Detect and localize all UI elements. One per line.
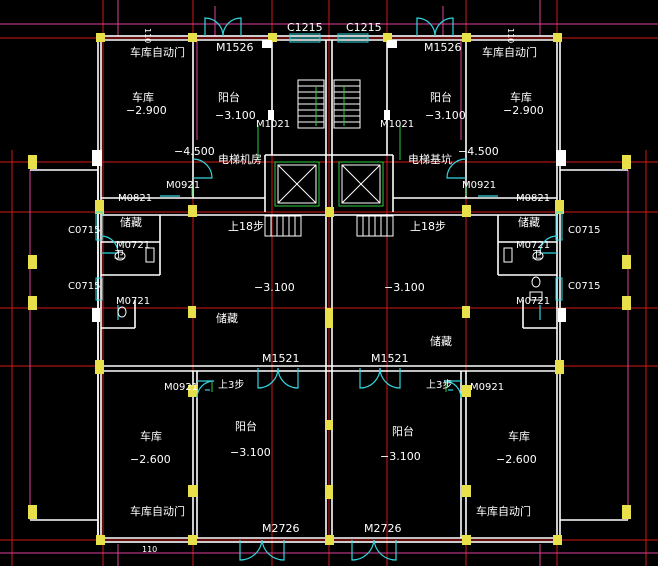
storage-label-mid-right: 储藏 <box>430 334 452 348</box>
step-up-3-left: 上3步 <box>218 379 244 391</box>
balcony-level-bottom-left: −3.100 <box>230 446 271 459</box>
garage-door-label-top-right: 车库自动门 <box>482 45 537 59</box>
level-4500-left: −4.500 <box>174 145 215 158</box>
window-tag-c0715-top-right: C0715 <box>568 225 600 236</box>
windows <box>95 33 563 301</box>
balcony-label-top-left: 阳台 <box>218 90 240 104</box>
structural-columns <box>28 33 631 545</box>
level-3100-mid-left: −3.100 <box>254 281 295 294</box>
garage-label-bottom-right: 车库 <box>508 429 530 443</box>
door-tag-m2726-left: M2726 <box>262 522 300 535</box>
elevator-pit-label: 电梯基坑 <box>408 152 452 166</box>
window-tag-c1215-left: C1215 <box>287 21 323 34</box>
balcony-level-top-left: −3.100 <box>215 109 256 122</box>
door-tag-m0721-bottom-right: M0721 <box>516 296 550 307</box>
dimension-tick-top-left: 110 <box>143 28 152 43</box>
toilet-label-left: 卫 <box>114 250 124 261</box>
door-tag-m0721-bottom-left: M0721 <box>116 296 150 307</box>
balcony-level-bottom-right: −3.100 <box>380 450 421 463</box>
garage-label-top-right: 车库 <box>510 90 532 104</box>
garage-label-top-left: 车库 <box>132 90 154 104</box>
garage-level-bottom-right: −2.600 <box>496 453 537 466</box>
garage-door-label-bottom-left: 车库自动门 <box>130 504 185 518</box>
window-tag-c0715-bottom-right: C0715 <box>568 281 600 292</box>
door-tag-m1526-right: M1526 <box>424 41 462 54</box>
garage-level-top-left: −2.900 <box>126 104 167 117</box>
elevator-machine-room-label: 电梯机房 <box>218 152 262 166</box>
level-3100-mid-right: −3.100 <box>384 281 425 294</box>
level-4500-right: −4.500 <box>458 145 499 158</box>
garage-label-bottom-left: 车库 <box>140 429 162 443</box>
door-tag-m0921-bottom-right: M0921 <box>470 382 504 393</box>
dimension-tick-top-right: 110 <box>506 28 515 43</box>
garage-level-top-right: −2.900 <box>503 104 544 117</box>
door-tag-m1021-left: M1021 <box>256 119 290 130</box>
stairs-and-elevators <box>264 79 394 237</box>
door-tag-m1021-right: M1021 <box>380 119 414 130</box>
door-tag-m0821-right: M0821 <box>516 193 550 204</box>
dimension-tick-bottom-left: 110 <box>142 545 157 554</box>
storage-label-top-right: 储藏 <box>518 215 540 229</box>
door-tag-m0921-top-right: M0921 <box>462 180 496 191</box>
storage-label-mid-left: 储藏 <box>216 311 238 325</box>
door-tag-m0721-top-right: M0721 <box>516 240 550 251</box>
door-tag-m0921-bottom-left: M0921 <box>164 382 198 393</box>
door-tag-m1521-right: M1521 <box>371 352 409 365</box>
window-tag-c0715-bottom-left: C0715 <box>68 281 100 292</box>
elevator-shaft-fill <box>274 161 384 207</box>
garage-door-label-bottom-right: 车库自动门 <box>476 504 531 518</box>
door-tag-m1526-left: M1526 <box>216 41 254 54</box>
window-tag-c1215-right: C1215 <box>346 21 382 34</box>
balcony-level-top-right: −3.100 <box>425 109 466 122</box>
door-tag-m0721-top-left: M0721 <box>116 240 150 251</box>
window-tag-c0715-top-left: C0715 <box>68 225 100 236</box>
step-up-3-right: 上3步 <box>426 379 452 391</box>
garage-door-label-top-left: 车库自动门 <box>130 45 185 59</box>
door-tag-m0921-top-left: M0921 <box>166 180 200 191</box>
toilet-label-right: 卫 <box>532 250 542 261</box>
door-tag-m1521-left: M1521 <box>262 352 300 365</box>
doors <box>100 17 558 561</box>
balcony-label-bottom-left: 阳台 <box>235 419 257 433</box>
stair-up-18-left: 上18步 <box>228 220 264 233</box>
door-tag-m2726-right: M2726 <box>364 522 402 535</box>
storage-label-top-left: 储藏 <box>120 215 142 229</box>
balcony-label-top-right: 阳台 <box>430 90 452 104</box>
toilet-fixtures <box>114 247 544 318</box>
stair-up-18-right: 上18步 <box>410 220 446 233</box>
wall-pilasters <box>92 40 566 322</box>
garage-level-bottom-left: −2.600 <box>130 453 171 466</box>
drawing-labels: C1215 C1215 M1526 M1526 车库自动门 车库自动门 车库 −… <box>68 21 600 554</box>
balcony-label-bottom-right: 阳台 <box>392 424 414 438</box>
direction-arrows <box>191 86 467 392</box>
door-tag-m0821-left: M0821 <box>118 193 152 204</box>
